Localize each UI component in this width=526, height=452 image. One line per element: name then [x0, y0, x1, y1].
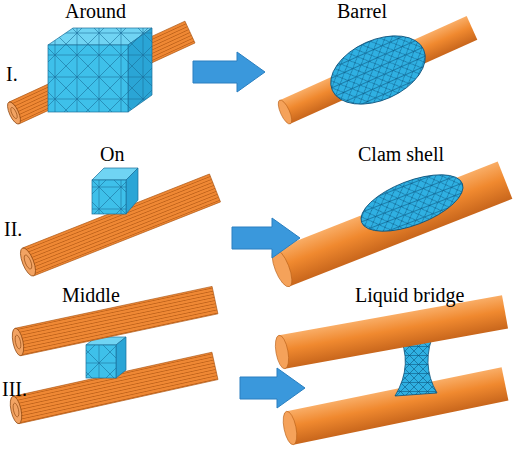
cube-side: [126, 168, 138, 214]
fiber: [268, 162, 512, 290]
row-numeral: III.: [2, 378, 27, 400]
fiber-end: [276, 98, 295, 125]
fiber-body: [9, 21, 195, 124]
cube-side: [128, 28, 152, 112]
fiber: [276, 16, 478, 126]
fiber-body: [275, 162, 513, 287]
fiber-end-ring: [12, 403, 20, 418]
fiber-body: [287, 367, 509, 444]
row-numeral: I.: [6, 63, 18, 85]
row-numeral: II.: [4, 218, 22, 240]
fiber: [273, 295, 508, 370]
illustration-panel: Clam shell: [300, 140, 520, 275]
illustration-panel: Barrel: [265, 0, 520, 130]
panel-heading: Around: [65, 0, 126, 22]
droplet-cube: [92, 168, 138, 214]
fiber-end: [5, 100, 23, 126]
block-arrow: [240, 368, 305, 408]
cube-front: [48, 45, 128, 112]
fiber-end-ring: [9, 107, 18, 120]
block-arrow: [193, 52, 265, 92]
illustration-panel: On: [20, 140, 232, 275]
fiber-end: [268, 247, 296, 289]
illustration-panel: Around: [20, 0, 193, 130]
cube-front-mesh: [92, 180, 126, 214]
panel-heading: On: [100, 143, 124, 165]
meshed-fiber: [17, 174, 220, 278]
cube-side-mesh: [128, 28, 152, 112]
fiber-end-ring: [23, 254, 34, 270]
panel-heading: Middle: [62, 284, 120, 306]
fiber: [281, 367, 509, 446]
fiber-end: [281, 410, 300, 446]
droplet-cube: [86, 337, 126, 378]
cube-front-mesh: [86, 345, 116, 378]
fiber-end: [17, 246, 38, 278]
illustration-panel: Liquid bridge: [305, 282, 520, 447]
fiber-body: [22, 174, 220, 276]
clam-shell-droplet: [354, 163, 471, 243]
fiber-body: [279, 295, 508, 369]
fiber-body: [280, 16, 478, 124]
panel-heading: Barrel: [337, 0, 387, 22]
block-arrow: [232, 218, 300, 258]
panel-heading: Liquid bridge: [355, 284, 464, 306]
barrel-droplet: [320, 22, 436, 117]
droplet-cube: [48, 28, 152, 112]
cube-front-mesh: [48, 45, 128, 112]
panel-heading: Clam shell: [358, 143, 444, 165]
fiber-end-ring: [14, 335, 22, 350]
meshed-fiber: [5, 21, 195, 126]
fiber-end: [10, 327, 26, 356]
fiber-end: [273, 334, 291, 370]
cube-front: [92, 180, 126, 214]
cube-front: [86, 345, 116, 378]
illustration-panel: Middle: [20, 282, 240, 447]
cube-side: [116, 337, 126, 378]
